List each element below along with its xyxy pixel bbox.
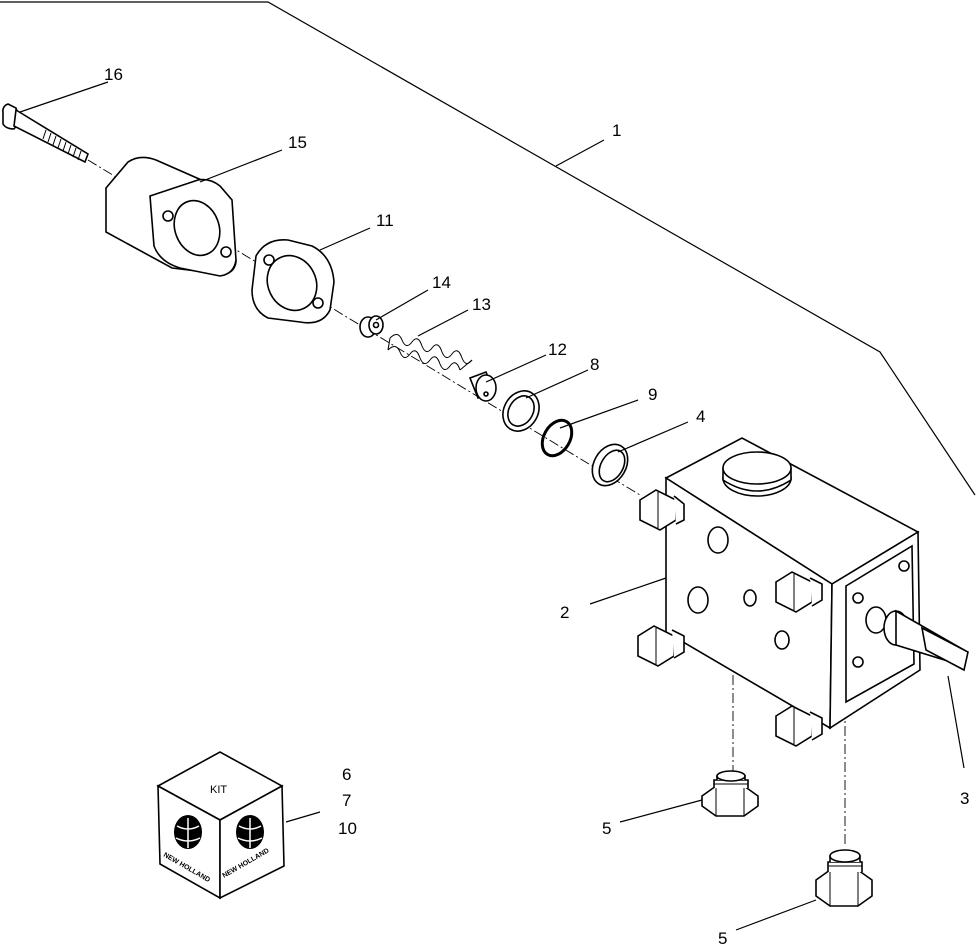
callout-2: 2 bbox=[560, 603, 569, 622]
part-5-plug-upper bbox=[701, 770, 759, 817]
callout-16: 16 bbox=[104, 65, 123, 84]
callout-7: 7 bbox=[342, 791, 351, 810]
valve-body-bolt-bottom-left bbox=[637, 625, 685, 667]
part-5-plug-lower bbox=[815, 849, 873, 907]
callout-15: 15 bbox=[288, 133, 307, 152]
part-4-ring bbox=[591, 443, 629, 487]
part-8-ring bbox=[502, 390, 540, 432]
callout-9: 9 bbox=[648, 385, 657, 404]
part-9-o-ring bbox=[540, 418, 574, 458]
callout-4: 4 bbox=[696, 407, 705, 426]
callout-labels: 16 15 11 14 13 12 8 9 4 1 2 3 6 7 10 5 5 bbox=[104, 65, 969, 948]
part-12-plunger bbox=[468, 370, 497, 402]
part-11-gasket bbox=[251, 239, 335, 324]
new-holland-leaf-icon-right bbox=[236, 815, 264, 849]
callout-12: 12 bbox=[548, 340, 567, 359]
part-2-valve-body bbox=[664, 437, 921, 730]
part-16-bolt bbox=[2, 103, 89, 164]
callout-3: 3 bbox=[960, 789, 969, 808]
callout-8: 8 bbox=[590, 355, 599, 374]
part-3-shaft bbox=[883, 609, 969, 672]
callout-5-lower: 5 bbox=[718, 929, 727, 948]
part-14-cap bbox=[359, 315, 384, 338]
valve-body-bolt-bottom-right bbox=[775, 705, 823, 747]
callout-11: 11 bbox=[376, 211, 394, 230]
kit-box: KIT NEW HOLLAND NEW HOLLAND bbox=[156, 751, 285, 900]
part-13-spring bbox=[387, 334, 473, 371]
callout-5-upper: 5 bbox=[602, 819, 611, 838]
new-holland-leaf-icon-left bbox=[174, 815, 202, 849]
leader-lines bbox=[19, 81, 965, 931]
assembly-bracket-line bbox=[0, 1, 976, 496]
callout-10: 10 bbox=[338, 819, 357, 838]
callout-13: 13 bbox=[472, 295, 491, 314]
kit-box-top-text: KIT bbox=[210, 784, 227, 796]
valve-body-bolt-top-left bbox=[639, 489, 685, 531]
callout-1: 1 bbox=[612, 121, 621, 140]
valve-body-bolt-mid-right bbox=[775, 571, 823, 613]
part-15-housing bbox=[105, 156, 237, 277]
callout-6: 6 bbox=[342, 765, 351, 784]
callout-14: 14 bbox=[432, 273, 451, 292]
